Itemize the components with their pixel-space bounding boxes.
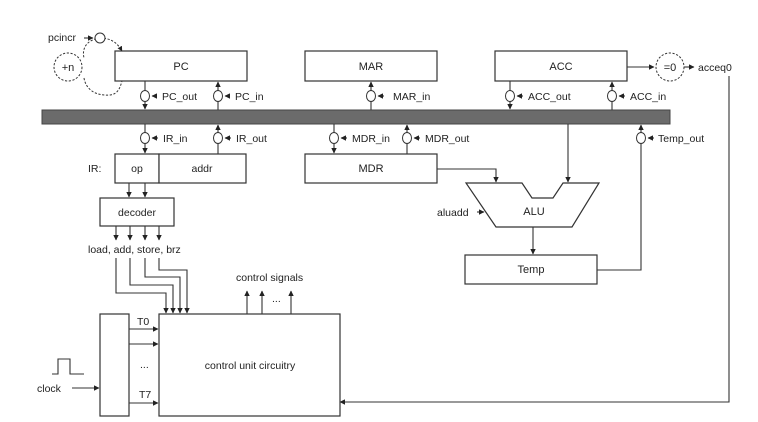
- mar-register: MAR: [304, 50, 438, 82]
- t0-label: T0: [137, 316, 149, 328]
- control-unit: control unit circuitry: [158, 313, 341, 417]
- alu-unit: ALU: [464, 182, 601, 228]
- clock-label: clock: [37, 383, 62, 395]
- acc-register: ACC: [494, 50, 628, 82]
- mdr-in-label: MDR_in: [352, 133, 390, 145]
- pc-out-label: PC_out: [162, 91, 197, 103]
- pc-out-gate: PC_out: [140, 81, 197, 110]
- ir-op-label: op: [131, 163, 143, 175]
- alu-label: ALU: [523, 206, 544, 218]
- system-bus: [41, 109, 671, 125]
- acceq0-wire: [339, 76, 730, 405]
- mdr-register: MDR: [304, 153, 438, 184]
- temp-out-gate: Temp_out: [597, 124, 704, 271]
- pcincr-gate: [94, 32, 106, 44]
- pcincr-label: pcincr: [48, 32, 77, 44]
- acc-in-label: ACC_in: [630, 91, 666, 103]
- mdr-out-gate: MDR_out: [402, 124, 469, 154]
- decoder-label: decoder: [118, 207, 156, 219]
- incrementer-label: +n: [62, 62, 75, 74]
- control-signals-ellipsis: ...: [272, 293, 281, 305]
- mar-in-gate: MAR_in: [366, 81, 431, 110]
- control-signals-label: control signals: [236, 272, 303, 284]
- zero-test-unit: =0 acceq0: [627, 52, 732, 82]
- ir-out-label: IR_out: [236, 133, 267, 145]
- ir-register: op addr: [114, 153, 247, 184]
- mdr-label: MDR: [358, 163, 383, 175]
- acc-label: ACC: [549, 61, 572, 73]
- timing-generator: [99, 313, 130, 417]
- ir-in-label: IR_in: [163, 133, 188, 145]
- control-unit-label: control unit circuitry: [205, 360, 296, 372]
- ir-in-gate: IR_in: [140, 124, 188, 154]
- aluadd-label: aluadd: [437, 207, 469, 219]
- acc-in-gate: ACC_in: [607, 81, 666, 110]
- incrementer-unit: +n pcincr: [48, 32, 123, 96]
- temp-register: Temp: [464, 254, 598, 285]
- ir-addr-label: addr: [191, 163, 213, 175]
- pc-register: PC: [114, 50, 248, 82]
- temp-out-label: Temp_out: [658, 133, 704, 145]
- acc-out-label: ACC_out: [528, 91, 571, 103]
- acc-out-gate: ACC_out: [505, 81, 571, 110]
- acceq0-label: acceq0: [698, 62, 732, 74]
- t-ellipsis-label: ...: [140, 359, 149, 371]
- mar-in-label: MAR_in: [393, 91, 431, 103]
- temp-label: Temp: [518, 264, 545, 276]
- mar-label: MAR: [359, 61, 384, 73]
- pc-in-gate: PC_in: [213, 81, 264, 110]
- zero-test-label: =0: [664, 62, 677, 74]
- ir-label: IR:: [88, 163, 101, 175]
- mdr-out-label: MDR_out: [425, 133, 469, 145]
- decoder-unit: decoder: [99, 197, 175, 227]
- clock-waveform-icon: [52, 358, 84, 375]
- pc-in-label: PC_in: [235, 91, 264, 103]
- mdr-in-gate: MDR_in: [329, 124, 390, 154]
- pc-label: PC: [173, 61, 188, 73]
- ir-out-gate: IR_out: [213, 124, 267, 154]
- t7-label: T7: [139, 389, 151, 401]
- decoder-outputs-label: load, add, store, brz: [88, 244, 181, 256]
